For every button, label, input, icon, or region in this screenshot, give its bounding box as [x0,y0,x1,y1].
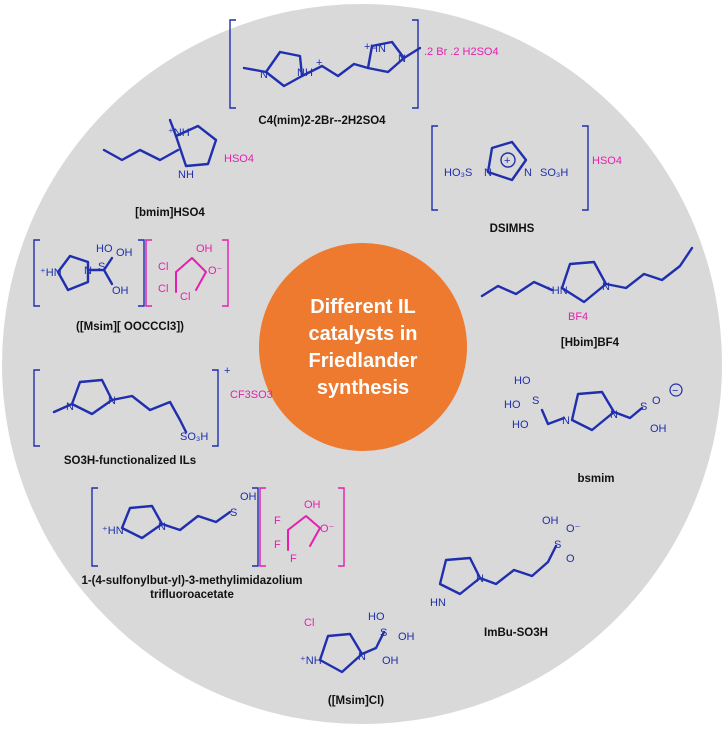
svg-text:S: S [640,401,647,413]
svg-text:+: + [364,41,370,53]
svg-text:⁺HN: ⁺HN [102,525,124,537]
svg-text:OH: OH [382,655,399,667]
svg-text:OH: OH [650,423,667,435]
svg-text:NH: NH [178,169,194,181]
molecule-msimcl: Cl ⁺NH N S HO OH OH ([Msim]Cl) [300,611,415,707]
center-line-2: catalysts in [309,323,418,345]
so3h-counterion: CF3SO3 [230,389,273,401]
molecule-msim-chloral: ⁺HN N S HO OH OH OH Cl Cl Cl O⁻ ([Msim][… [33,239,229,333]
svg-text:+: + [504,155,510,167]
molecule-sulfonylbutyl: ⁺HN N S OH OH F F F O⁻ 1-(4-sulfonylbut-… [81,487,345,601]
svg-text:+: + [316,57,322,69]
svg-text:OH: OH [304,499,321,511]
c4mim-counterion: .2 Br .2 H2SO4 [424,46,499,58]
svg-text:OH: OH [116,247,133,259]
hbim-counterion: BF4 [568,311,588,323]
svg-text:N: N [108,395,116,407]
svg-text:N: N [260,69,268,81]
svg-text:N: N [610,409,618,421]
c4mim-caption: C4(mim)2-2Br--2H2SO4 [258,115,386,127]
svg-text:HN: HN [430,597,446,609]
msimcl-counterion: Cl [304,617,314,629]
molecule-so3h: N N SO₃H + CF3SO3 SO3H-functionalized IL… [33,365,273,467]
svg-text:N: N [476,573,484,585]
svg-text:−: − [672,385,678,397]
svg-text:O: O [566,553,575,565]
svg-text:OH: OH [398,631,415,643]
sulfonylbutyl-caption-2: trifluoroacetate [150,589,234,601]
svg-text:N: N [358,651,366,663]
dsimhs-counterion: HSO4 [592,155,622,167]
molecule-imbu: HN N S OH O⁻ O ImBu-SO3H [430,515,581,639]
sulfonylbutyl-caption-1: 1-(4-sulfonylbut-yl)-3-methylimidazolium [81,575,302,587]
svg-text:+: + [224,365,230,377]
svg-text:OH: OH [542,515,559,527]
svg-text:O⁻: O⁻ [208,265,223,277]
svg-text:HO: HO [512,419,529,431]
svg-text:S: S [380,627,387,639]
bmim-counterion: HSO4 [224,153,254,165]
so3h-caption: SO3H-functionalized ILs [64,455,196,467]
svg-text:⁺NH: ⁺NH [168,127,190,139]
svg-text:N: N [66,401,74,413]
molecule-c4mim: N NH + + HN N .2 Br .2 H2SO4 C4(mim)2-2B… [229,19,499,127]
svg-text:SO₃H: SO₃H [540,167,568,179]
svg-text:F: F [290,553,297,565]
svg-text:HO: HO [514,375,531,387]
svg-text:OH: OH [240,491,257,503]
svg-text:⁺NH: ⁺NH [300,655,322,667]
svg-text:N: N [84,265,92,277]
svg-text:OH: OH [112,285,129,297]
dsimhs-caption: DSIMHS [490,223,535,235]
hbim-caption: [Hbim]BF4 [561,337,620,349]
svg-text:Cl: Cl [158,283,168,295]
bmim-caption: [bmim]HSO4 [135,207,205,219]
bsmim-caption: bsmim [577,473,614,485]
svg-text:Cl: Cl [180,291,190,303]
svg-text:O⁻: O⁻ [566,523,581,535]
svg-text:OH: OH [196,243,213,255]
svg-text:HO₃S: HO₃S [444,167,472,179]
svg-text:N: N [524,167,532,179]
svg-text:N: N [602,281,610,293]
center-line-3: Friedlander [309,350,418,372]
svg-text:NH: NH [297,67,313,79]
molecule-dsimhs: + HO₃S N N SO₃H HSO4 DSIMHS [431,125,622,235]
msim-chloral-caption: ([Msim][ OOCCCl3]) [76,321,184,333]
svg-text:HN: HN [370,43,386,55]
svg-text:HO: HO [96,243,113,255]
molecule-bmim: ⁺NH NH HSO4 [bmim]HSO4 [102,118,254,219]
msimcl-caption: ([Msim]Cl) [328,695,384,707]
center-line-1: Different IL [310,296,416,318]
molecule-bsmim: N N S HO HO HO S O OH − bsmim [504,375,683,485]
svg-text:S: S [230,507,237,519]
svg-text:Cl: Cl [158,261,168,273]
svg-text:N: N [158,521,166,533]
svg-text:F: F [274,515,281,527]
svg-text:⁺HN: ⁺HN [546,285,568,297]
center-circle [259,243,467,451]
svg-text:N: N [562,415,570,427]
svg-text:⁺HN: ⁺HN [40,267,62,279]
imbu-caption: ImBu-SO3H [484,627,548,639]
svg-text:S: S [554,539,561,551]
svg-text:S: S [532,395,539,407]
svg-text:F: F [274,539,281,551]
center-line-4: synthesis [317,377,409,399]
svg-text:O⁻: O⁻ [320,523,335,535]
svg-text:O: O [652,395,661,407]
molecule-hbim: ⁺HN N BF4 [Hbim]BF4 [480,246,694,349]
svg-text:SO₃H: SO₃H [180,431,208,443]
svg-text:HO: HO [368,611,385,623]
svg-text:N: N [398,53,406,65]
svg-text:HO: HO [504,399,521,411]
svg-text:S: S [98,261,105,273]
svg-text:N: N [484,167,492,179]
